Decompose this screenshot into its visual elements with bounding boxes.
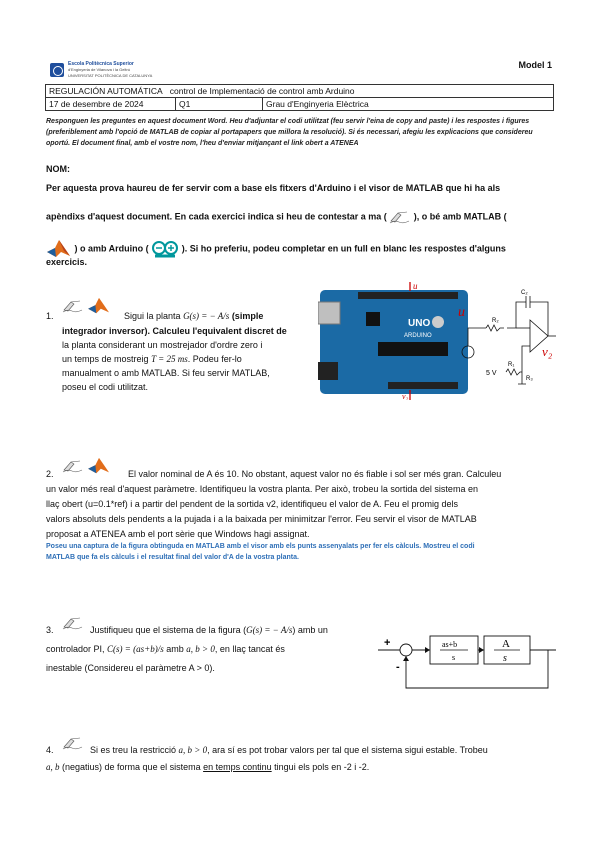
instructions-line-4: exercicis. [46,257,88,267]
course-topic: control de Implementació de control amb … [169,86,355,96]
logo-line-2: d'Enginyeria de Vilanova i la Geltrú [68,67,131,72]
circuit-source-label: 5 V [486,370,497,377]
q2-note-line-2: MATLAB que fa els càlculs i el resultat … [46,554,299,561]
header-table: REGULACIÓN AUTOMÁTICA control de Impleme… [45,84,554,111]
question-3: 3. Justifiqueu que el sistema de la figu… [46,617,376,684]
hand-writing-icon [390,211,410,224]
course-name: REGULACIÓN AUTOMÁTICA [49,86,163,96]
question-4: 4. Si es treu la restricció a, b > 0, ar… [46,737,558,778]
arduino-icon [152,241,179,258]
board-uno-label: UNO [408,318,430,329]
circuit-r3-label: R₃ [526,376,533,382]
instructions-line-3: ) o amb Arduino ( ). Si ho preferiu, pod… [46,238,556,260]
sum-minus-sign: - [396,661,400,673]
feedback-block-diagram: + - as+b s A s [378,628,558,698]
exam-date: 17 de desembre de 2024 [45,97,176,111]
controller-numerator: as+b [442,640,457,649]
question-number: 1. [46,311,54,321]
name-label: NOM: [46,164,70,174]
question-number: 3. [46,625,54,635]
arduino-board-image: UNO ARDUINO u v₂ [317,281,478,401]
hand-writing-icon [62,300,83,313]
q2-note-line-1: Poseu una captura de la figura obtinguda… [46,543,475,550]
circuit-c-label: C₂ [521,290,528,296]
upc-logo-icon [50,63,64,77]
circuit-r1-label: R₁ [508,362,514,368]
question-2: 2. El valor nominal de A és 10. No obsta… [46,457,558,561]
exam-degree: Grau d'Enginyeria Elèctrica [262,97,554,111]
question-number: 4. [46,745,54,755]
circuit-r2-label: R₂ [492,318,499,324]
plant-denominator: s [503,653,507,664]
sum-plus-sign: + [384,637,390,649]
hand-writing-icon [62,460,83,473]
plant-formula: G(s) = − A/s [183,311,230,321]
board-v2-label: v₂ [402,392,409,400]
question-1: 1. Sigui la planta G(s) = − A/s (simple … [46,297,306,400]
header-course-cell: REGULACIÓN AUTOMÁTICA control de Impleme… [45,84,554,98]
logo-line-3: UNIVERSITAT POLITÈCNICA DE CATALUNYA [68,73,153,78]
hand-writing-icon [62,617,83,630]
instructions-line-2: apèndixs d'aquest document. En cada exer… [46,210,556,224]
exam-term: Q1 [175,97,263,111]
model-label: Model 1 [518,60,552,70]
school-logo: Escola Politècnica Superior d'Enginyeria… [50,58,170,82]
board-u-label: u [413,282,418,291]
circuit-v2-label: v₂ [542,344,553,359]
logo-line-1: Escola Politècnica Superior [68,61,134,67]
circuit-u-label: u [458,305,465,320]
instructions-line-1: Per aquesta prova haureu de fer servir c… [46,183,501,193]
opamp-circuit-diagram: u v₂ C₂ R₂ R₁ R₃ 5 V [456,280,556,398]
controller-denominator: s [452,653,455,662]
plant-numerator: A [502,638,510,650]
intro-text: Responguen les preguntes en aquest docum… [46,118,533,147]
board-brand-label: ARDUINO [404,333,432,339]
matlab-icon [87,457,109,474]
hand-writing-icon [62,737,83,750]
matlab-icon [87,297,109,314]
matlab-icon [47,240,70,257]
question-number: 2. [46,469,54,479]
